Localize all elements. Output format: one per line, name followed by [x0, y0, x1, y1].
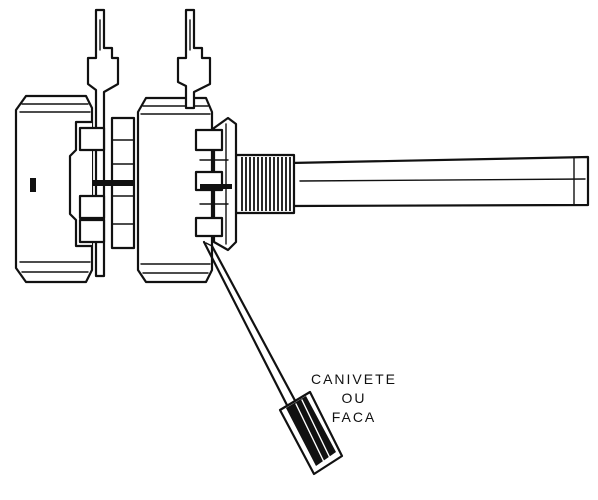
- front-potentiometer-body: [136, 96, 232, 284]
- knife-label-line-1: CANIVETE: [310, 371, 397, 387]
- rear-potentiometer-body: [14, 94, 106, 284]
- knife-label-line-2: OU: [341, 390, 367, 406]
- front-solder-terminal: [176, 8, 212, 110]
- knife-label: CANIVETE OU FACA: [306, 370, 402, 427]
- threaded-bushing: [234, 153, 296, 215]
- knife-label-line-3: FACA: [331, 409, 377, 425]
- knife: [202, 240, 344, 476]
- potentiometer-shaft: [288, 155, 590, 208]
